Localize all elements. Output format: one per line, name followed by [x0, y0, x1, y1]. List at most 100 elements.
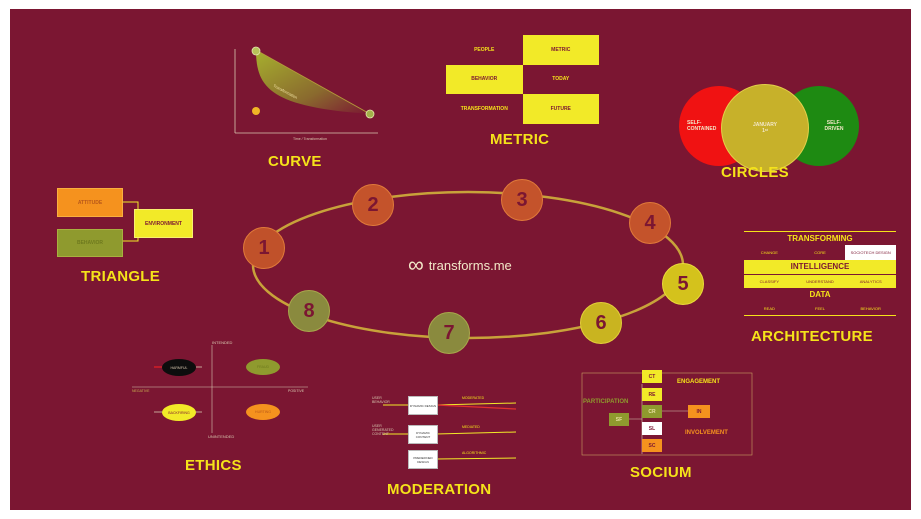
- metric-cell-label: TODAY: [552, 76, 570, 83]
- arch-cell: ANALYTICS: [859, 279, 882, 284]
- curve-chart: [234, 46, 378, 134]
- ethics-hurting: HURTING: [246, 404, 280, 420]
- arch-row-header: INTELLIGENCE: [744, 260, 896, 274]
- triangle-box-behavior: BEHAVIOR: [57, 229, 123, 257]
- arch-cell: CHANGE: [760, 250, 778, 255]
- arch-cell: READ: [763, 306, 775, 311]
- moderation-left-label: USER BEHAVIOR: [372, 396, 390, 404]
- cycle-node-2[interactable]: 2: [352, 184, 394, 226]
- cycle-node-label: 5: [677, 272, 689, 295]
- curve-start-point: [251, 46, 261, 56]
- arch-cell: BEHAVIOR: [860, 306, 881, 311]
- curve-line: [255, 49, 371, 115]
- triangle-box-attitude: ATTITUDE: [57, 188, 123, 217]
- metric-cell: BEHAVIOR: [446, 64, 523, 95]
- curve-low-point: [252, 107, 260, 115]
- ethics-axes: [132, 345, 308, 433]
- socium-node-label: SC: [648, 442, 656, 449]
- metric-cell: TODAY: [523, 65, 600, 95]
- ethics-axis-bottom: UNINTENDED: [208, 434, 235, 439]
- triangle-title: TRIANGLE: [81, 268, 161, 285]
- cycle-node-3[interactable]: 3: [501, 179, 543, 221]
- socium-frame: [581, 372, 753, 456]
- arch-row-header: DATA: [809, 290, 831, 299]
- moderation-right-label: MEDIATED: [462, 425, 480, 429]
- socium-node-ct: CT: [642, 370, 662, 383]
- arch-cell: CORE: [814, 250, 826, 255]
- socium-node-label: CT: [648, 373, 656, 380]
- curve-title: CURVE: [268, 153, 322, 170]
- moderation-right-label: MODERATED: [462, 396, 485, 400]
- cycle-node-label: 7: [443, 321, 455, 344]
- cycle-node-4[interactable]: 4: [629, 202, 671, 244]
- socium-node-label: SL: [648, 425, 656, 432]
- metric-grid: PEOPLE METRIC BEHAVIOR TODAY TRANSFORMAT…: [446, 35, 599, 124]
- arch-cell: SOCIOTECH DESIGN: [845, 245, 897, 260]
- triangle-box-label: BEHAVIOR: [76, 240, 104, 246]
- metric-cell: FUTURE: [522, 94, 599, 124]
- architecture-table: TRANSFORMING CHANGE CORE SOCIOTECH DESIG…: [744, 231, 897, 316]
- arch-cell: CLASSIFY: [759, 279, 779, 284]
- cycle-node-label: 1: [258, 236, 270, 259]
- moderation-box: DYNAMIC DESIGN: [408, 396, 438, 415]
- arch-row-cells: CLASSIFY UNDERSTAND ANALYTICS: [744, 274, 896, 288]
- metric-cell-label: METRIC: [551, 46, 571, 53]
- triangle-box-label: ATTITUDE: [77, 199, 103, 206]
- moderation-arrows: [383, 402, 517, 460]
- socium-title: SOCIUM: [630, 464, 692, 481]
- socium-node-re: RE: [642, 388, 662, 401]
- cycle-node-label: 8: [303, 299, 315, 322]
- metric-cell-label: FUTURE: [550, 106, 571, 113]
- cycle-node-6[interactable]: 6: [580, 302, 622, 344]
- cycle-node-label: 4: [644, 211, 656, 234]
- ethics-axis-left: NEGATIVE: [132, 389, 150, 393]
- cycle-node-5[interactable]: 5: [662, 263, 704, 305]
- metric-cell: METRIC: [522, 35, 599, 65]
- circle-middle-label: JANUARY 1ˢᵗ: [753, 122, 777, 134]
- socium-node-sf: SF: [609, 413, 629, 426]
- ethics-fraud-label: FRAUD: [256, 365, 270, 369]
- metric-cell-label: TRANSFORMATION: [460, 106, 508, 113]
- moderation-right-label: ALGORITHMIC: [462, 451, 487, 455]
- ethics-fraud: FRAUD: [246, 359, 280, 375]
- cycle-node-8[interactable]: 8: [288, 290, 330, 332]
- socium-node-label: CR: [648, 408, 656, 415]
- socium-node-label: IN: [696, 408, 702, 415]
- socium-node-label: RE: [648, 391, 656, 398]
- cycle-node-label: 6: [595, 311, 607, 334]
- triangle-box-environment: ENVIRONMENT: [134, 209, 193, 238]
- ethics-axis-right: POSITIVE: [288, 389, 305, 393]
- ethics-backfiring-label: BACKFIRING: [168, 410, 190, 415]
- brand-label: transforms.me: [428, 257, 512, 273]
- arch-row-header: TRANSFORMING: [744, 231, 896, 245]
- ethics-axis-top: INTENDED: [212, 340, 233, 345]
- moderation-box-label: DYNAMIC DESIGN: [409, 403, 437, 408]
- arch-row-cells: CHANGE CORE SOCIOTECH DESIGN: [744, 245, 897, 260]
- cycle-node-label: 3: [516, 188, 528, 211]
- ethics-backfiring: BACKFIRING: [162, 404, 196, 421]
- moderation-title: MODERATION: [387, 481, 492, 498]
- socium-node-sc: SC: [642, 439, 662, 452]
- socium-node-cr: CR: [642, 405, 662, 418]
- circle-left-label: SELF-CONTAINED: [687, 120, 717, 132]
- ethics-harmful: HARMFUL: [162, 359, 196, 376]
- slide-canvas: 1 2 3 4 5 6 7 8 ∞ transforms.me Transfor…: [10, 9, 911, 510]
- socium-engagement-label: ENGAGEMENT: [677, 379, 721, 385]
- socium-participation-label: PARTICIPATION: [583, 399, 629, 405]
- circle-right-label: SELF-DRIVEN: [824, 120, 844, 132]
- moderation-box-label: DYNAMIC CONTENT: [415, 430, 431, 439]
- infinity-icon: ∞: [408, 252, 424, 277]
- moderation-box: PREDEFINED DESIGN: [408, 450, 438, 469]
- cycle-node-label: 2: [367, 193, 379, 216]
- moderation-left-label: USER GENERATED CONTENT: [372, 424, 394, 436]
- moderation-box-label: PREDEFINED DESIGN: [413, 455, 433, 464]
- socium-node-label: SF: [615, 416, 623, 423]
- socium-node-in: IN: [688, 405, 710, 418]
- ethics-harmful-label: HARMFUL: [170, 365, 188, 370]
- metric-title: METRIC: [490, 131, 550, 148]
- metric-cell-label: PEOPLE: [474, 46, 495, 53]
- cycle-node-7[interactable]: 7: [428, 312, 470, 354]
- socium-node-sl: SL: [642, 422, 662, 435]
- curve-axis-label: Time / Transformation: [293, 137, 327, 141]
- cycle-node-1[interactable]: 1: [243, 227, 285, 269]
